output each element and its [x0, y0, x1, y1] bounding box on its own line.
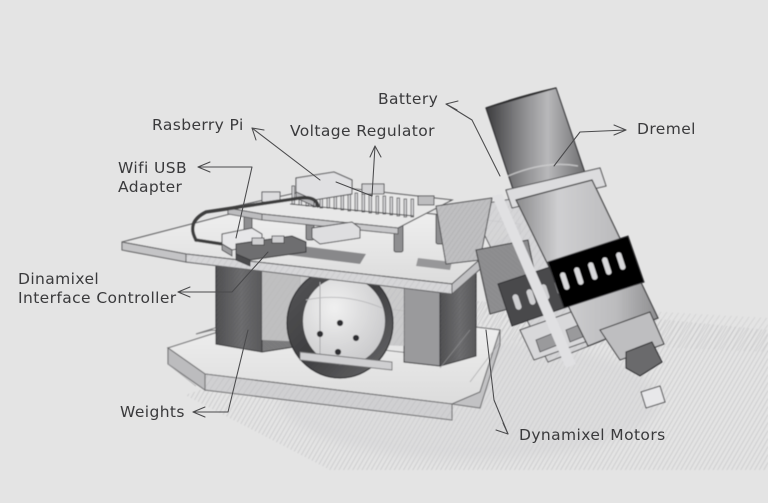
controller-and-usb	[191, 195, 361, 267]
dremel-tool	[485, 87, 666, 409]
dremel-vent-band	[547, 235, 645, 309]
dremel-bit	[640, 385, 666, 409]
hub-bolt	[352, 334, 360, 342]
hub-bolt	[316, 330, 324, 338]
hub-bolt	[334, 348, 342, 356]
dremel-chuck	[625, 341, 663, 377]
disc-wheel	[286, 267, 394, 379]
hub-bolt	[336, 319, 344, 327]
